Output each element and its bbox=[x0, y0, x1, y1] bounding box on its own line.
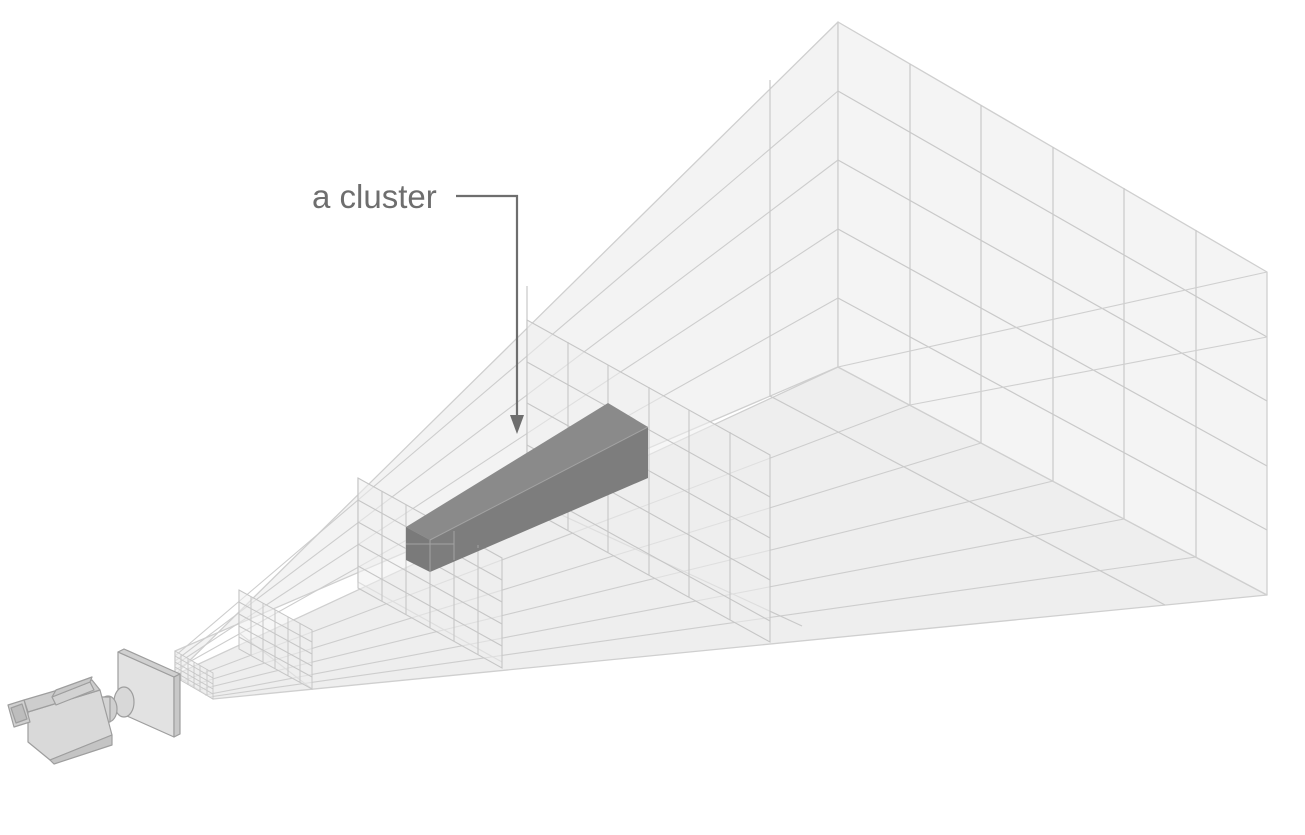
cluster-side-face bbox=[430, 427, 648, 572]
wall-diagonals bbox=[837, 271, 1268, 406]
slice-grid-0 bbox=[174, 650, 214, 700]
cluster-front-face bbox=[406, 527, 430, 572]
slice-grid-1 bbox=[238, 589, 313, 690]
cluster-pointer-arrowhead bbox=[510, 415, 524, 434]
cluster-label: a cluster bbox=[312, 178, 437, 215]
cluster-top-face bbox=[406, 403, 648, 540]
camera-icon bbox=[7, 648, 181, 765]
cluster-pointer-line bbox=[456, 194, 519, 420]
highlighted-cluster bbox=[406, 403, 649, 572]
slice-grid-3 bbox=[526, 319, 771, 643]
back-wall-grid bbox=[837, 64, 1268, 557]
